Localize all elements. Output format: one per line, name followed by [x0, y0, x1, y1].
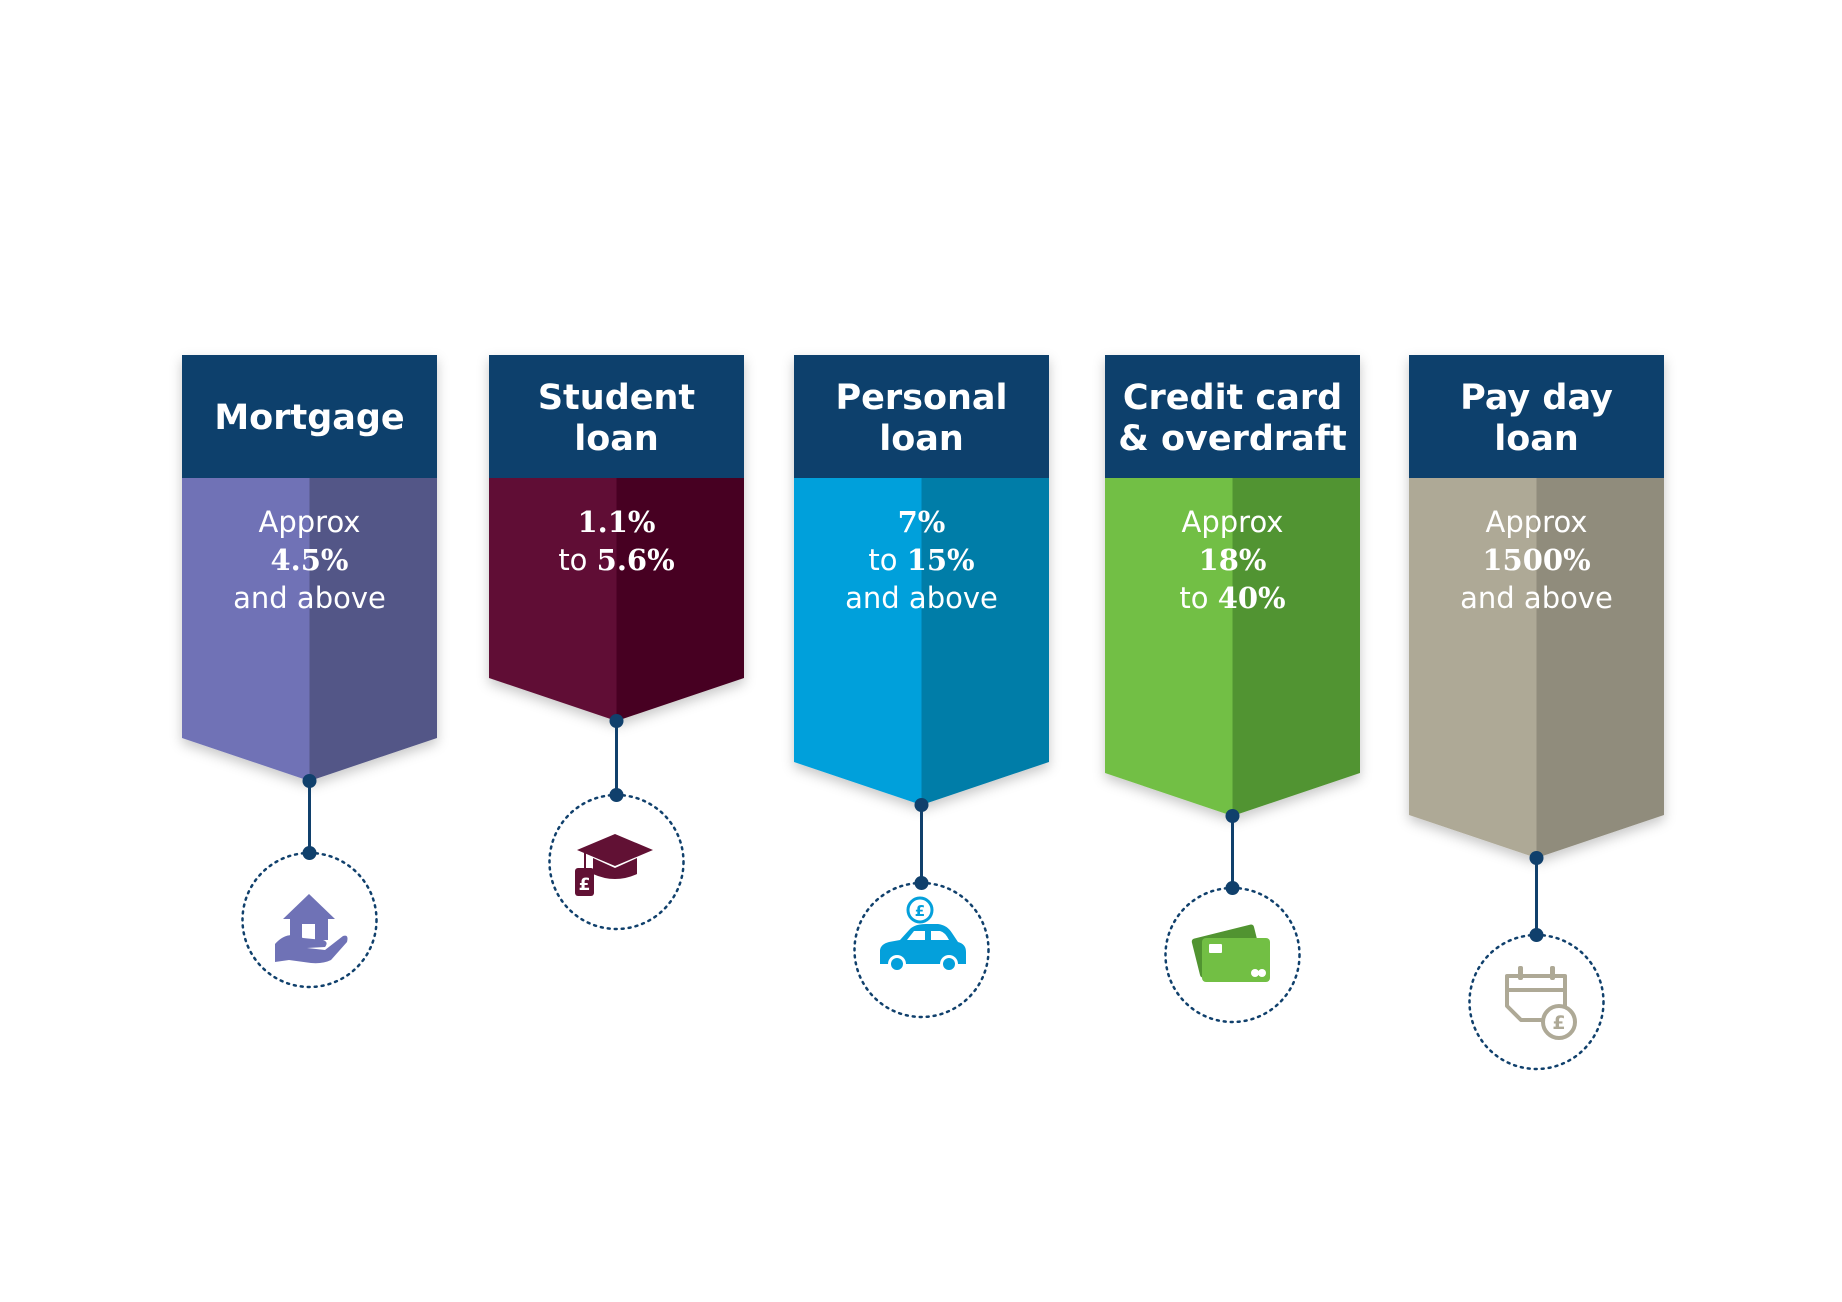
connector [914, 798, 929, 890]
rate-label: to [868, 543, 906, 577]
card-header [182, 355, 437, 478]
card-header [489, 355, 744, 478]
connector [1225, 809, 1240, 895]
banner-right-half [1536, 478, 1664, 858]
card-title-line: Pay day [1460, 378, 1613, 418]
rate-value: 7% [898, 505, 946, 539]
card-banner [794, 355, 1049, 805]
rate-value: 1500% [1482, 543, 1590, 577]
card-banner [1409, 355, 1664, 858]
card-title-line: loan [879, 419, 964, 459]
rate-label: and above [233, 581, 386, 615]
connector [1529, 851, 1544, 942]
icon-ring [548, 793, 685, 931]
card-rate: Approx 4.5% and above [233, 505, 386, 615]
rate-value: 18% [1199, 543, 1267, 577]
card-rate-line: to 5.6% [558, 543, 674, 577]
card-header [1409, 355, 1664, 478]
svg-text:£: £ [579, 875, 591, 895]
card-rate: 1.1% to 5.6% [558, 505, 674, 577]
car-with-coin-icon: £ [880, 896, 966, 973]
icon-ring [1468, 933, 1605, 1071]
banner-right-half [921, 478, 1049, 805]
rate-label: Approx [1182, 505, 1284, 539]
banner-right-half [309, 478, 437, 781]
calendar-coin-icon: £ [1505, 966, 1577, 1040]
card-banner [182, 355, 437, 781]
card-rate-line: to 15% [868, 543, 974, 577]
card-header [794, 355, 1049, 478]
banner-left-half [1105, 478, 1233, 816]
graduation-cap-price-tag-icon: £ [575, 834, 653, 896]
house-in-hand-icon [275, 894, 348, 964]
card-rate-line: and above [845, 581, 998, 615]
rate-label: to [1179, 581, 1217, 615]
svg-text:£: £ [1552, 1012, 1565, 1034]
banner-left-half [794, 478, 922, 805]
rate-label: and above [1460, 581, 1613, 615]
card-rate-line: and above [1460, 581, 1613, 615]
card-banner [489, 355, 744, 721]
card-title: Credit card& overdraft [1118, 378, 1346, 459]
rate-value: 15% [907, 543, 975, 577]
card-rate: 7% to 15% and above [845, 505, 998, 615]
rate-label: Approx [1486, 505, 1588, 539]
card-title-line: loan [1494, 419, 1579, 459]
icon-ring [1164, 886, 1301, 1024]
icon-ring [241, 851, 378, 989]
card-rate-line: and above [233, 581, 386, 615]
card-rate-line: Approx [259, 505, 361, 539]
card-rate-line: 1.1% [577, 505, 655, 539]
card-rate-line: Approx [1486, 505, 1588, 539]
card-rate-line: Approx [1182, 505, 1284, 539]
card-rate-line: 18% [1199, 543, 1267, 577]
card-title: Mortgage [214, 398, 404, 438]
card-rate-line: 7% [898, 505, 946, 539]
svg-text:£: £ [915, 902, 925, 920]
card-title-line: Mortgage [214, 398, 404, 438]
card-title-line: & overdraft [1118, 419, 1346, 459]
connector [302, 774, 317, 860]
banner-right-half [1232, 478, 1360, 816]
banner-left-half [489, 478, 617, 721]
banner-left-half [182, 478, 310, 781]
rate-value: 40% [1218, 581, 1286, 615]
rate-value: 5.6% [597, 543, 675, 577]
card-title-line: Personal [835, 378, 1007, 418]
connector [609, 714, 624, 802]
card-rate-line: to 40% [1179, 581, 1285, 615]
rate-label: and above [845, 581, 998, 615]
card-header [1105, 355, 1360, 478]
card-rate-line: 1500% [1482, 543, 1590, 577]
card-banner [1105, 355, 1360, 816]
card-title-line: Student [538, 378, 695, 418]
rate-value: 4.5% [270, 543, 348, 577]
card-rate: Approx 18% to 40% [1179, 505, 1285, 615]
rate-label: to [558, 543, 596, 577]
credit-card-icon [1191, 924, 1270, 982]
icon-ring [853, 881, 990, 1019]
banner-left-half [1409, 478, 1537, 858]
rate-value: 1.1% [577, 505, 655, 539]
rate-label: Approx [259, 505, 361, 539]
card-rate: Approx 1500% and above [1460, 505, 1613, 615]
banner-right-half [616, 478, 744, 721]
card-title-line: loan [574, 419, 659, 459]
card-title-line: Credit card [1123, 378, 1342, 418]
card-rate-line: 4.5% [270, 543, 348, 577]
